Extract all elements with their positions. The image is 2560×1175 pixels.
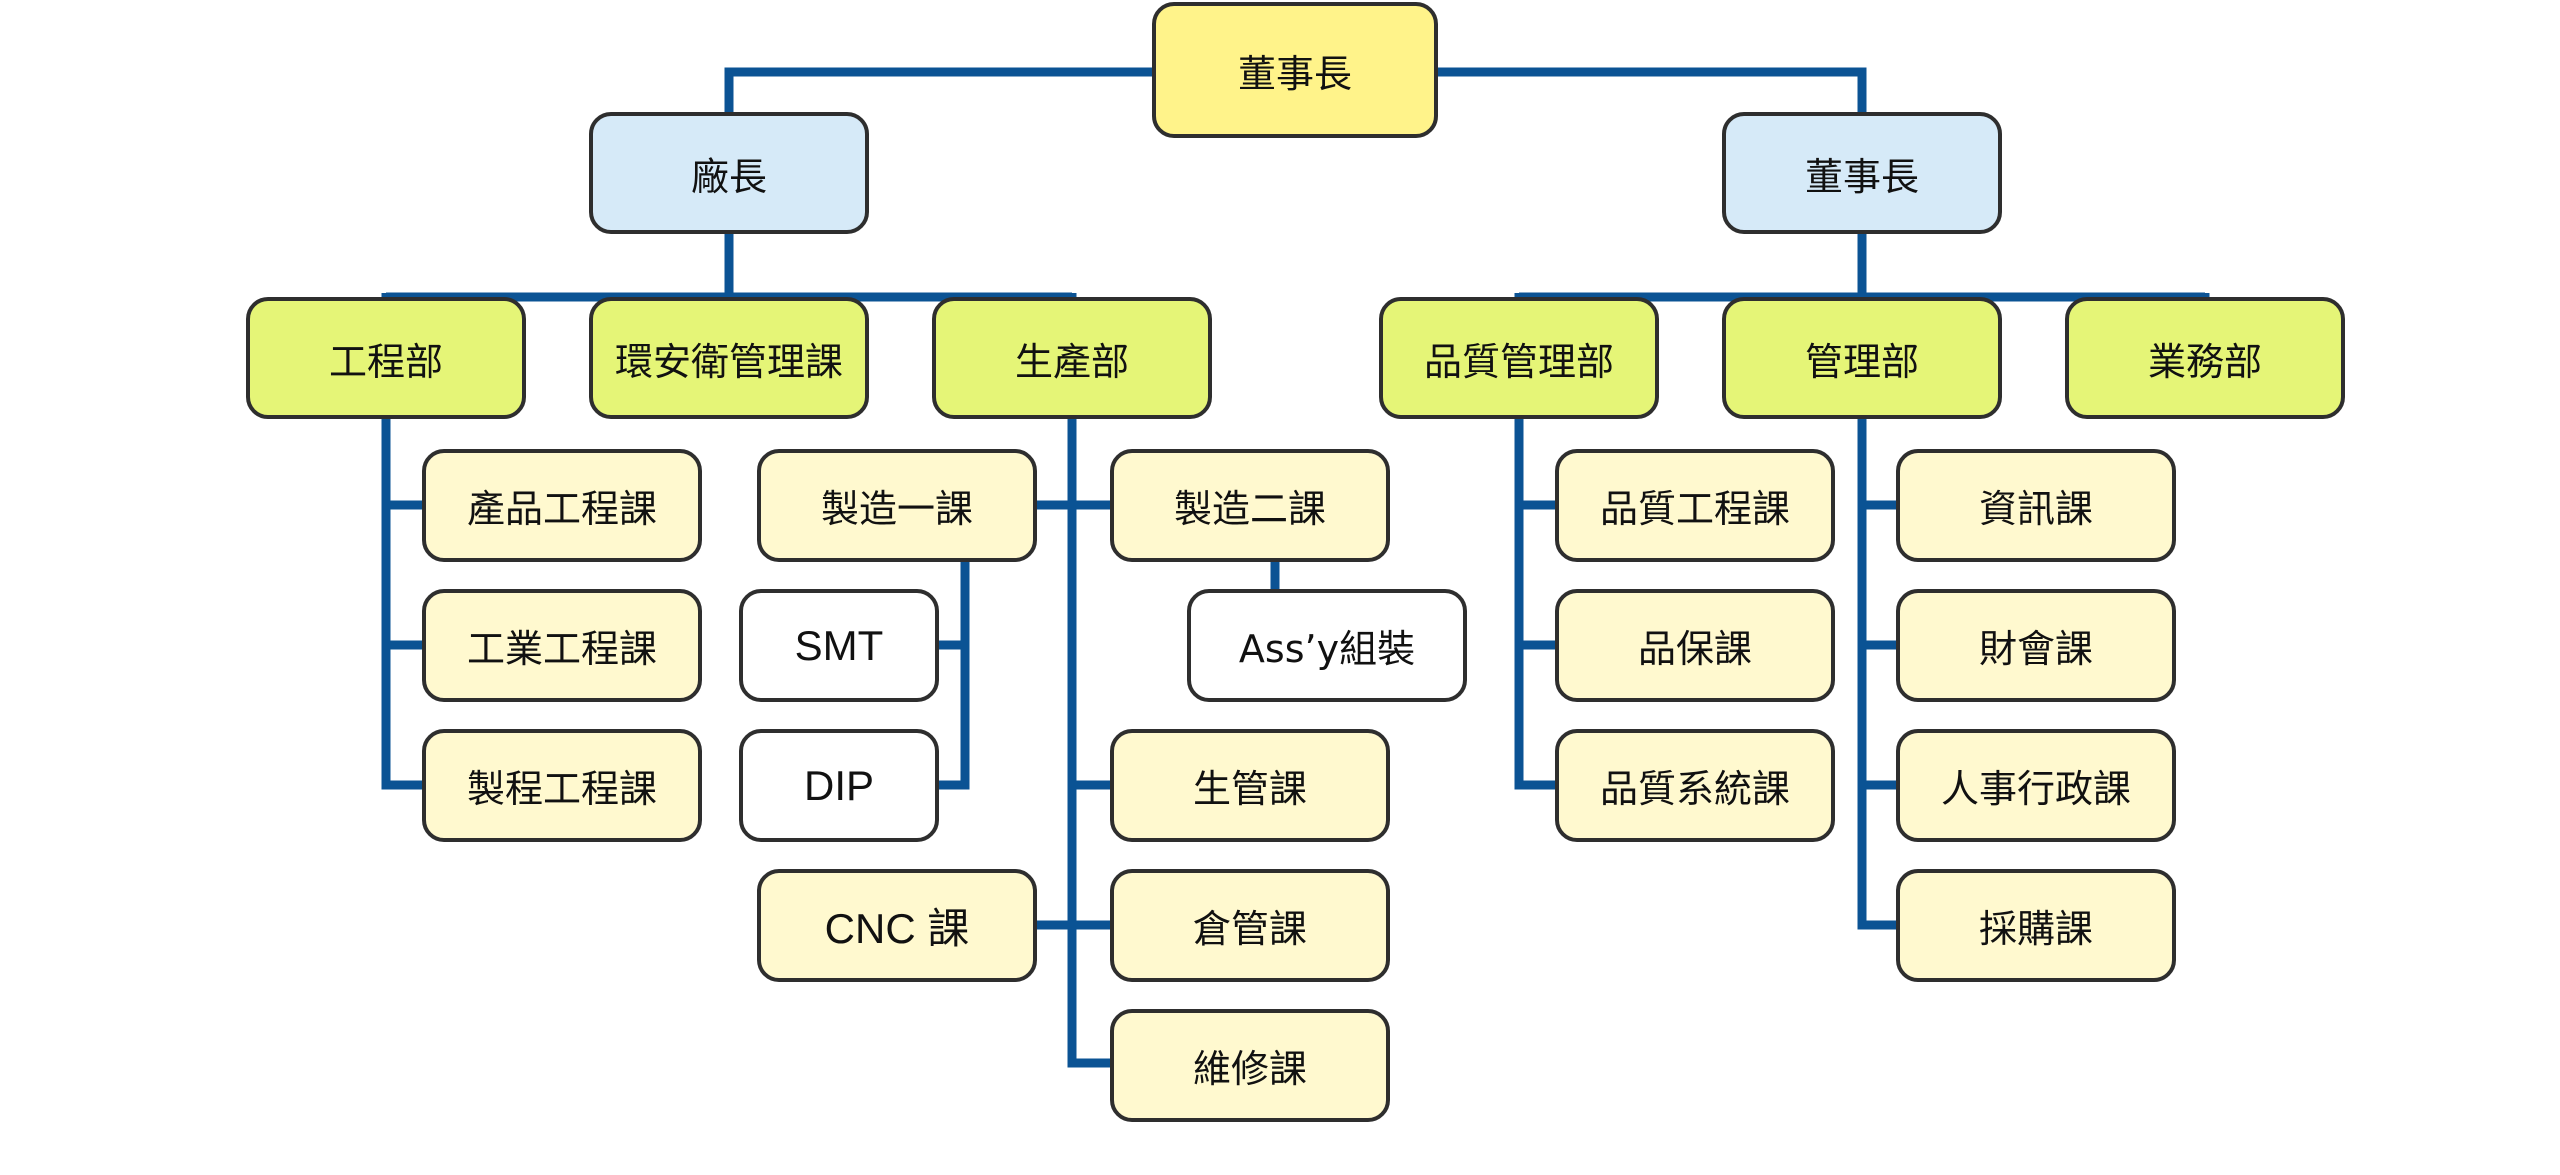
engineering-section-label: 製程工程課 xyxy=(466,767,657,811)
management-dept-box: 管理部 xyxy=(1722,297,2002,419)
quality-dept-box: 品質管理部 xyxy=(1379,297,1659,419)
production-section-label: 倉管課 xyxy=(1192,907,1307,951)
quality-section-label: 品質系統課 xyxy=(1599,767,1790,811)
connector-mfg1-lines xyxy=(935,560,970,790)
quality-section-label: 品質工程課 xyxy=(1599,487,1790,531)
dip-line-box: DIP xyxy=(739,729,939,842)
connector-production-spine xyxy=(1032,417,1110,1068)
engineering-section-box: 製程工程課 xyxy=(422,729,702,842)
mfg2-section-box: 製造二課 xyxy=(1110,449,1390,562)
quality-section-label: 品保課 xyxy=(1637,627,1752,671)
chairman-box: 董事長 xyxy=(1152,2,1438,138)
production-dept-box: 生產部 xyxy=(932,297,1212,419)
engineering-dept-box: 工程部 xyxy=(246,297,526,419)
production-section-box: 倉管課 xyxy=(1110,869,1390,982)
connector-right-head-departments xyxy=(1519,232,2205,302)
safety-section-box: 環安衛管理課 xyxy=(589,297,869,419)
management-section-box: 採購課 xyxy=(1896,869,2176,982)
production-section-label: 生管課 xyxy=(1192,767,1307,811)
engineering-section-box: 產品工程課 xyxy=(422,449,702,562)
quality-section-box: 品質系統課 xyxy=(1555,729,1835,842)
dip-line-label: DIP xyxy=(803,761,874,809)
management-section-label: 資訊課 xyxy=(1978,487,2093,531)
mfg1-section-box: 製造一課 xyxy=(757,449,1037,562)
connector-quality-sections xyxy=(1514,417,1555,790)
plant-manager-box: 廠長 xyxy=(589,112,869,234)
cnc-section-label: CNC 課 xyxy=(824,905,970,952)
connector-chairman-right xyxy=(1435,67,1867,112)
plant-manager-label: 廠長 xyxy=(690,154,767,199)
assembly-line-label: Ass’y組裝 xyxy=(1238,627,1416,671)
production-section-label: 維修課 xyxy=(1192,1047,1307,1091)
production-section-box: 生管課 xyxy=(1110,729,1390,842)
engineering-section-box: 工業工程課 xyxy=(422,589,702,702)
cnc-section-box: CNC 課 xyxy=(757,869,1037,982)
connector-left-head-departments xyxy=(381,232,1077,302)
connector-engineering-sections xyxy=(381,417,422,790)
sales-dept-box: 業務部 xyxy=(2065,297,2345,419)
connector-chairman-left xyxy=(724,67,1160,112)
smt-line-label: SMT xyxy=(794,621,884,669)
mfg1-section-label: 製造一課 xyxy=(820,487,973,531)
sales-dept-label: 業務部 xyxy=(2147,339,2262,384)
management-section-label: 財會課 xyxy=(1978,627,2093,671)
safety-section-label: 環安衛管理課 xyxy=(614,339,843,384)
connector-management-sections xyxy=(1857,417,1896,930)
engineering-dept-label: 工程部 xyxy=(328,339,443,384)
assembly-line-box: Ass’y組裝 xyxy=(1187,589,1467,702)
mfg2-section-label: 製造二課 xyxy=(1173,487,1326,531)
management-section-box: 財會課 xyxy=(1896,589,2176,702)
smt-line-box: SMT xyxy=(739,589,939,702)
quality-section-box: 品保課 xyxy=(1555,589,1835,702)
quality-dept-label: 品質管理部 xyxy=(1423,339,1614,384)
right-head-label: 董事長 xyxy=(1804,154,1919,199)
production-dept-label: 生產部 xyxy=(1014,339,1129,384)
management-section-box: 人事行政課 xyxy=(1896,729,2176,842)
management-dept-label: 管理部 xyxy=(1804,339,1919,384)
engineering-section-label: 產品工程課 xyxy=(466,487,657,531)
management-section-box: 資訊課 xyxy=(1896,449,2176,562)
management-section-label: 採購課 xyxy=(1978,907,2093,951)
engineering-section-label: 工業工程課 xyxy=(466,627,657,671)
management-section-label: 人事行政課 xyxy=(1940,767,2131,811)
production-section-box: 維修課 xyxy=(1110,1009,1390,1122)
chairman-label: 董事長 xyxy=(1237,51,1352,96)
right-head-box: 董事長 xyxy=(1722,112,2002,234)
quality-section-box: 品質工程課 xyxy=(1555,449,1835,562)
